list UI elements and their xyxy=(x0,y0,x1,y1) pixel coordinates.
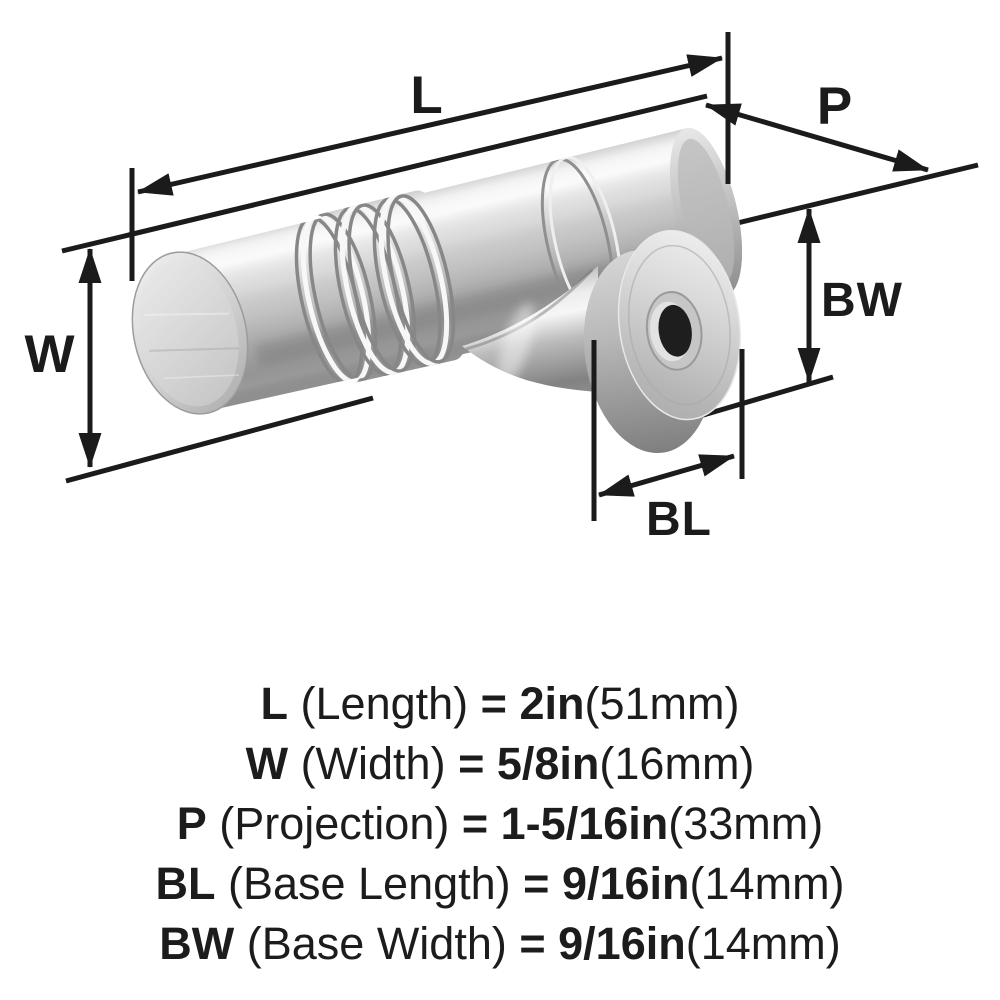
stem-highlight xyxy=(497,302,535,388)
screw-hole xyxy=(658,304,692,357)
legend-row-projection: P (Projection) = 1-5/16in(33mm) xyxy=(0,794,1000,854)
legend-equals: = xyxy=(461,798,489,849)
legend-row-base-width: BW (Base Width) = 9/16in(14mm) xyxy=(0,914,1000,974)
legend-equals: = xyxy=(519,918,546,969)
legend-value: 2in xyxy=(519,678,585,729)
legend-value: 9/16in xyxy=(561,858,690,909)
width-label: W xyxy=(24,325,75,384)
projection-dimension-arrow xyxy=(705,102,929,173)
front-face-brush-streaks xyxy=(144,312,239,379)
knob-bottom-plane-line xyxy=(65,395,374,484)
dimension-annotations xyxy=(78,32,929,521)
length-dimension-arrow xyxy=(137,54,723,196)
stem-bar-junction-shadow xyxy=(465,268,594,351)
legend-descriptor: (Length) xyxy=(300,678,469,729)
bar-front-face xyxy=(137,260,239,407)
legend-code: BW xyxy=(159,918,235,969)
legend-equals: = xyxy=(458,738,485,789)
legend-metric: (51mm) xyxy=(584,678,740,729)
base-face-bevel xyxy=(627,244,731,406)
legend-code: P xyxy=(176,798,207,849)
legend-descriptor: (Base Width) xyxy=(246,918,507,969)
legend-metric: (33mm) xyxy=(668,798,824,849)
base-bottom-plane-line xyxy=(699,374,834,419)
legend-code: L xyxy=(260,678,289,729)
dimension-legend: L (Length) = 2in(51mm) W (Width) = 5/8in… xyxy=(0,674,1000,974)
legend-descriptor: (Width) xyxy=(300,738,446,789)
legend-descriptor: (Projection) xyxy=(219,798,450,849)
legend-equals: = xyxy=(523,858,550,909)
legend-metric: (14mm) xyxy=(685,918,841,969)
base-width-label: BW xyxy=(821,274,903,327)
projection-label: P xyxy=(817,77,853,136)
legend-descriptor: (Base Length) xyxy=(227,858,511,909)
legend-value: 9/16in xyxy=(558,918,686,969)
legend-code: W xyxy=(245,738,289,789)
legend-equals: = xyxy=(480,678,507,729)
knob-illustration xyxy=(131,127,743,454)
length-label: L xyxy=(410,66,443,125)
base-length-dimension-arrow xyxy=(598,453,735,498)
legend-row-width: W (Width) = 5/8in(16mm) xyxy=(0,734,1000,794)
legend-value: 1-5/16in xyxy=(500,798,669,849)
legend-metric: (14mm) xyxy=(689,858,845,909)
legend-metric: (16mm) xyxy=(599,738,755,789)
legend-row-base-length: BL (Base Length) = 9/16in(14mm) xyxy=(0,854,1000,914)
knob-stem xyxy=(462,266,598,392)
legend-code: BL xyxy=(155,858,216,909)
legend-row-length: L (Length) = 2in(51mm) xyxy=(0,674,1000,734)
base-length-label: BL xyxy=(646,493,712,546)
legend-value: 5/8in xyxy=(496,738,600,789)
mounting-surface-line xyxy=(699,162,979,235)
knob-base xyxy=(583,229,742,454)
